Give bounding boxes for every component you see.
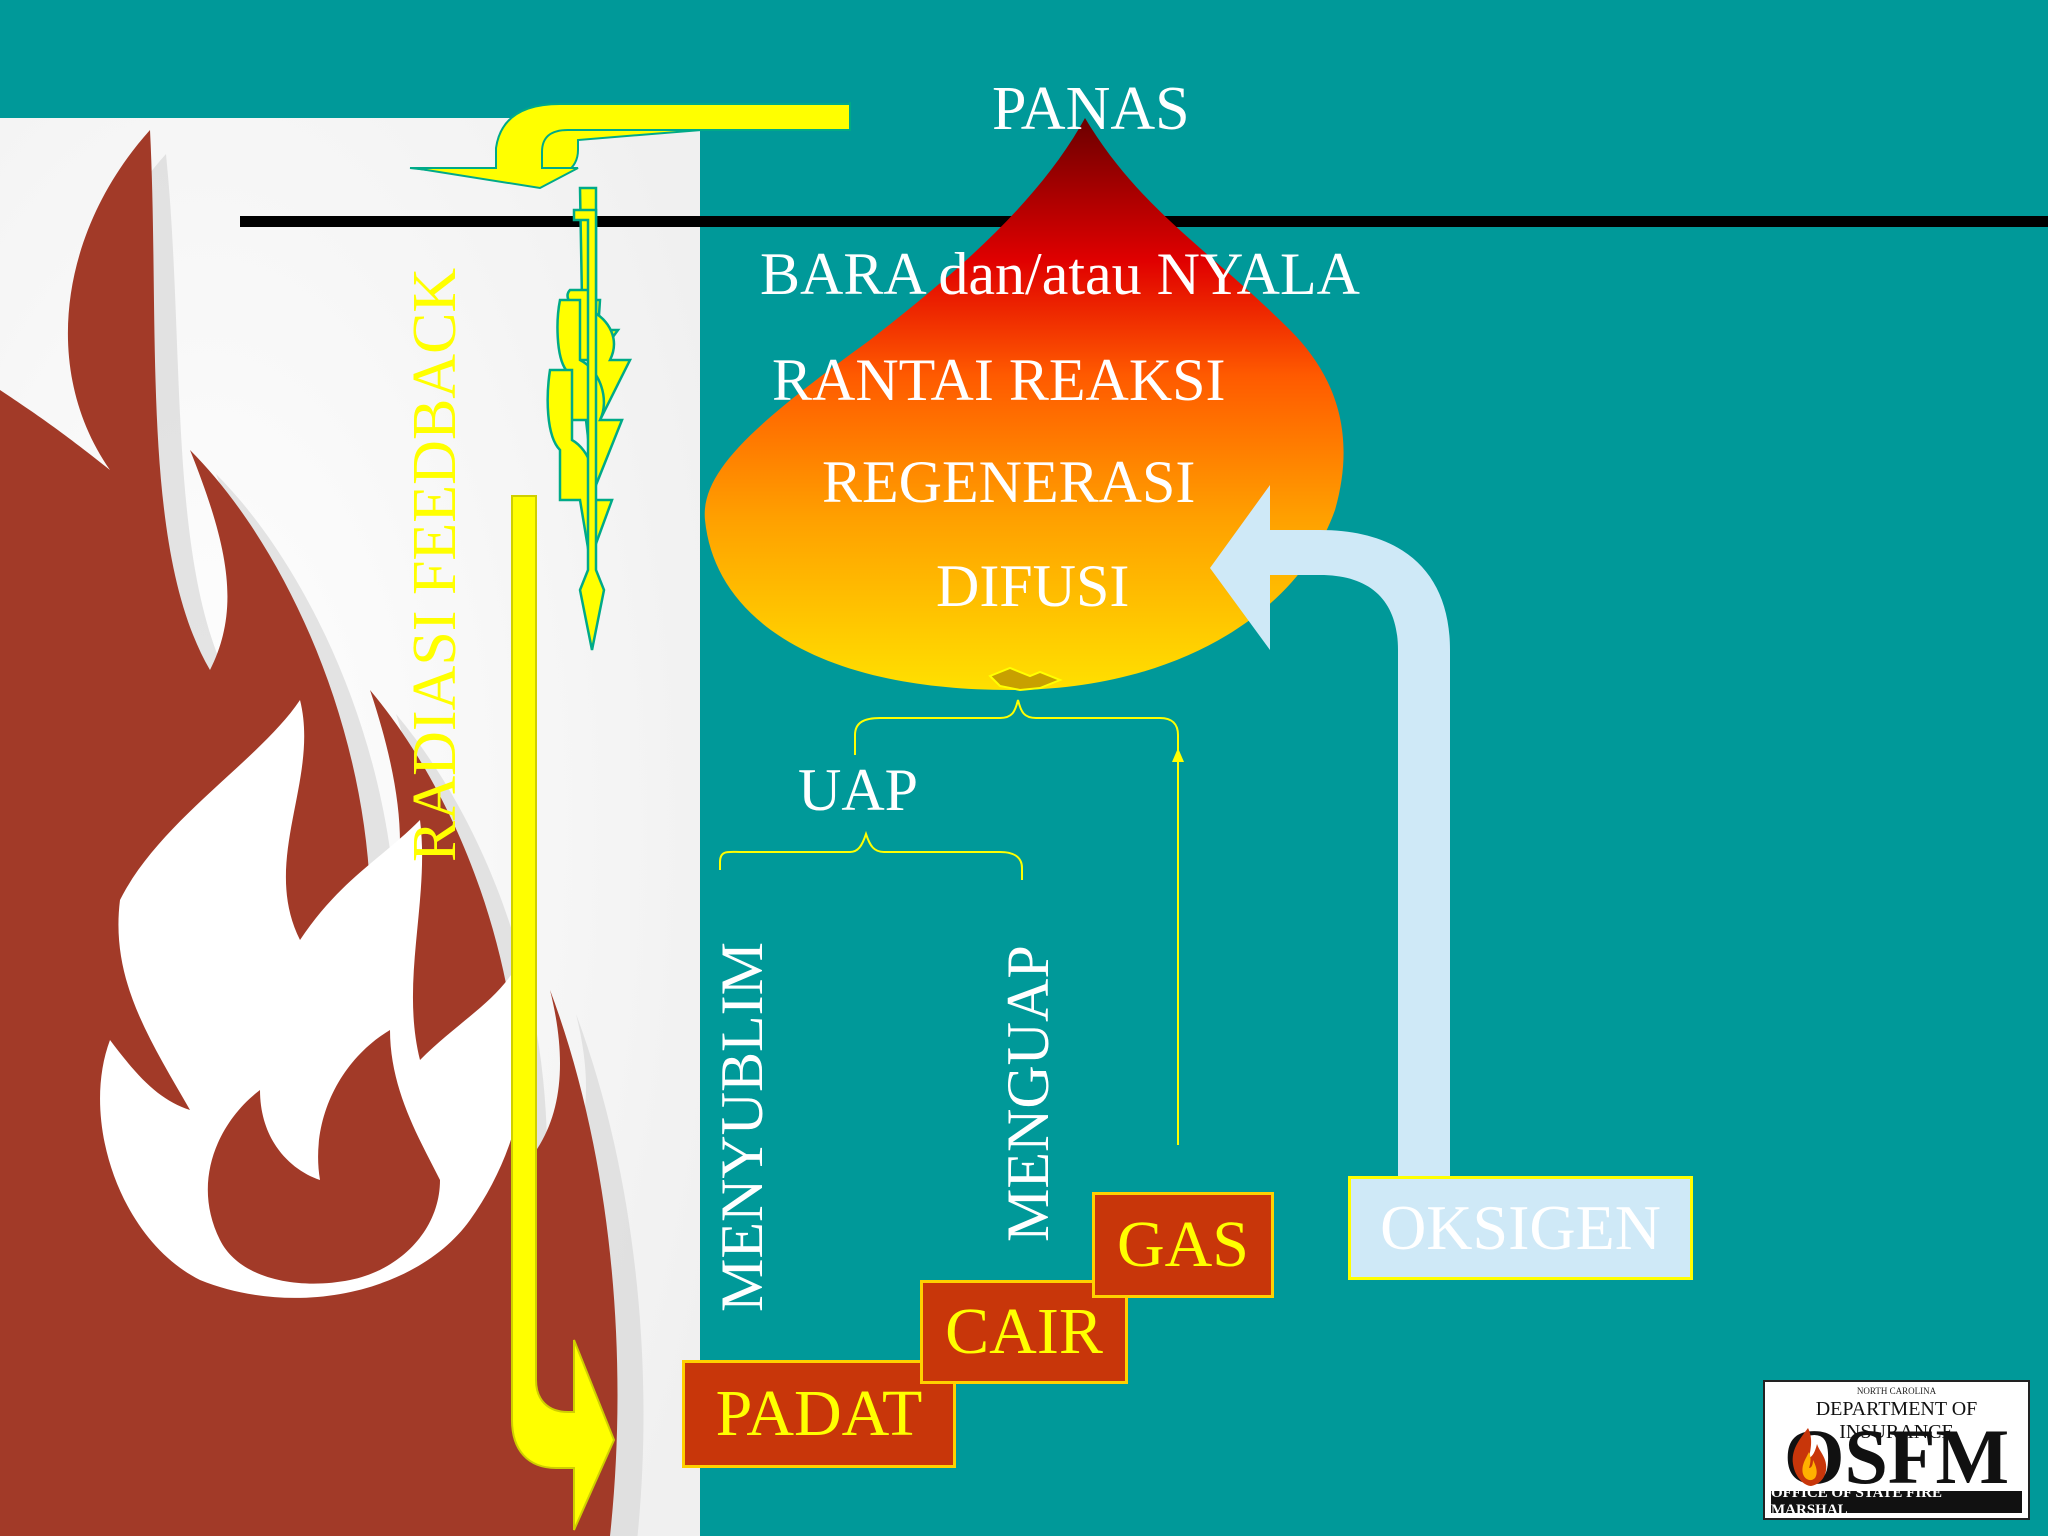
oxygen-box: OKSIGEN xyxy=(1348,1176,1693,1280)
evaporate-label: MENGUAP xyxy=(995,945,1061,1242)
state-solid-label: PADAT xyxy=(715,1377,923,1450)
logo-office-text: OFFICE OF STATE FIRE MARSHAL xyxy=(1771,1485,2022,1518)
oxygen-label: OKSIGEN xyxy=(1380,1192,1661,1263)
oxygen-arrow xyxy=(1210,485,1450,1178)
ember-flame-label: BARA dan/atau NYALA xyxy=(760,241,1360,307)
vapor-into-fire-arrow xyxy=(988,666,1063,692)
chain-reaction-label: RANTAI REAKSI xyxy=(772,347,1226,413)
feedback-wavy-arrows xyxy=(546,186,633,651)
feedback-down-arrow xyxy=(511,495,616,1531)
feedback-label: RADIASI FEEDBACK xyxy=(401,267,469,862)
logo-state-text: NORTH CAROLINA xyxy=(1856,1386,1937,1396)
gas-up-arrowhead xyxy=(1172,748,1184,762)
state-gas-box: GAS xyxy=(1092,1192,1274,1298)
heat-label: PANAS xyxy=(992,75,1190,143)
logo-flame-icon xyxy=(1792,1428,1827,1486)
state-liquid-label: CAIR xyxy=(945,1295,1103,1368)
state-solid-box: PADAT xyxy=(682,1360,956,1468)
state-liquid-box: CAIR xyxy=(920,1280,1128,1384)
diffusion-label: DIFUSI xyxy=(936,553,1130,619)
regeneration-label: REGENERASI xyxy=(822,449,1196,515)
osfm-logo: NORTH CAROLINA DEPARTMENT OF INSURANCE O… xyxy=(1763,1380,2030,1520)
vapor-bracket xyxy=(719,699,1179,1145)
sublimate-label: MENYUBLIM xyxy=(709,942,775,1312)
logo-dept-text: DEPARTMENT OF INSURANCE xyxy=(1815,1398,1978,1443)
feedback-top-hook xyxy=(413,103,851,190)
vapor-label: UAP xyxy=(798,757,919,823)
fire-teardrop xyxy=(704,118,1344,690)
state-gas-label: GAS xyxy=(1116,1208,1250,1281)
flame-inner-2 xyxy=(207,1030,440,1284)
